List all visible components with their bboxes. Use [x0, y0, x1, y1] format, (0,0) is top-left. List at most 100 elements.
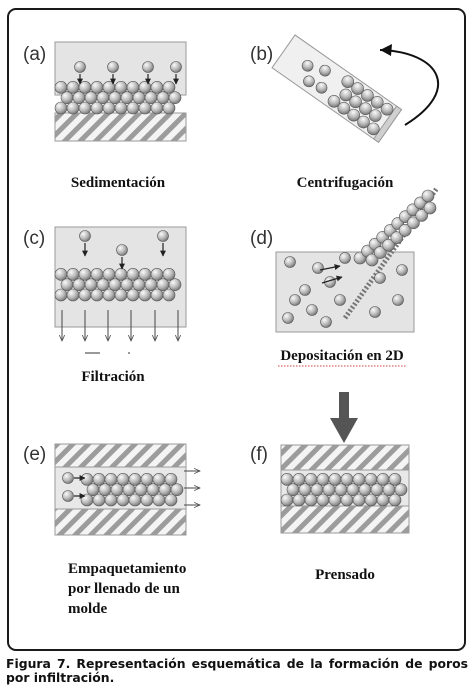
particle	[138, 288, 152, 302]
particle	[80, 473, 94, 486]
panel-d-caption: Depositación en 2D	[280, 348, 404, 364]
particle	[162, 288, 176, 302]
particle	[162, 81, 176, 94]
particle	[346, 483, 360, 496]
particle	[60, 278, 74, 291]
particle	[114, 288, 128, 302]
particle	[144, 91, 158, 104]
particle	[284, 256, 296, 268]
panel-e-label: (e)	[23, 444, 46, 465]
figure-caption: Figura 7. Representación esquemática de …	[6, 656, 468, 685]
particle	[128, 493, 142, 507]
particle	[382, 238, 395, 252]
particle	[316, 493, 330, 507]
particle	[319, 64, 331, 77]
particle	[114, 101, 128, 115]
particle	[407, 216, 420, 230]
panel-d-illustration	[275, 186, 440, 333]
particle	[90, 288, 104, 302]
particle	[322, 483, 336, 496]
panel-a-illustration	[54, 41, 187, 142]
particle	[364, 473, 378, 486]
particle	[352, 473, 366, 486]
particle	[339, 252, 351, 264]
panel-b-caption: Centrifugación	[297, 175, 394, 191]
particle	[150, 268, 164, 281]
panel-e-caption-line-3: molde	[68, 601, 108, 617]
particle	[74, 61, 86, 73]
particle	[280, 473, 294, 486]
particle	[72, 278, 86, 291]
particle	[292, 473, 306, 486]
particle	[315, 81, 328, 94]
panel-c-label: (c)	[23, 228, 45, 249]
particle	[54, 81, 68, 94]
particle	[116, 493, 130, 507]
particle	[421, 189, 435, 203]
particle	[286, 483, 300, 496]
particle	[376, 493, 390, 507]
panel-b-illustration	[271, 34, 439, 144]
particle	[114, 81, 128, 94]
particle	[138, 81, 152, 94]
particle	[98, 483, 112, 496]
particle	[90, 101, 104, 115]
particle	[398, 223, 412, 237]
particle	[157, 230, 169, 242]
particle	[388, 473, 402, 486]
particle	[96, 91, 110, 104]
particle	[156, 278, 170, 291]
particle	[138, 268, 152, 281]
particle	[120, 278, 134, 291]
particle	[90, 268, 104, 281]
particle	[358, 483, 372, 496]
particle	[156, 91, 170, 104]
particle	[107, 61, 119, 73]
particle	[140, 473, 154, 486]
particle	[370, 483, 384, 496]
particle	[150, 81, 164, 94]
pore-formation-diagram: (a) (b) (c) (d) (e) (f)	[23, 34, 440, 617]
particle	[282, 312, 294, 324]
particle	[374, 272, 386, 284]
particle	[162, 268, 176, 281]
particle	[392, 294, 404, 306]
particle	[60, 91, 74, 104]
panel-c-illustration	[54, 226, 187, 354]
particle	[423, 201, 437, 215]
particle	[316, 473, 330, 486]
particle	[104, 473, 118, 486]
particle	[304, 473, 318, 486]
press-arrow	[330, 392, 358, 443]
particle	[164, 493, 178, 507]
particle	[152, 493, 166, 507]
particle	[365, 253, 379, 267]
particle	[128, 473, 142, 486]
particle	[334, 483, 348, 496]
particle	[78, 81, 92, 94]
particle	[298, 483, 312, 496]
panel-f-illustration	[280, 444, 410, 534]
particle	[396, 264, 408, 276]
particle	[66, 268, 80, 281]
particle	[292, 493, 306, 507]
particle	[280, 493, 294, 507]
particle	[54, 101, 68, 115]
particle	[142, 61, 154, 73]
particle	[170, 483, 184, 496]
particle	[304, 493, 318, 507]
particle	[96, 278, 110, 291]
particle	[164, 473, 178, 486]
panel-e-caption-line-2: por llenado de un	[68, 581, 180, 597]
particle	[126, 101, 140, 115]
particle	[340, 473, 354, 486]
particle	[102, 268, 116, 281]
particle	[138, 101, 152, 115]
particle	[108, 91, 122, 104]
particle	[54, 288, 68, 302]
panel-c-caption: Filtración	[81, 369, 145, 385]
particle	[92, 493, 106, 507]
particle	[86, 483, 100, 496]
particle	[114, 268, 128, 281]
particle	[368, 109, 382, 122]
